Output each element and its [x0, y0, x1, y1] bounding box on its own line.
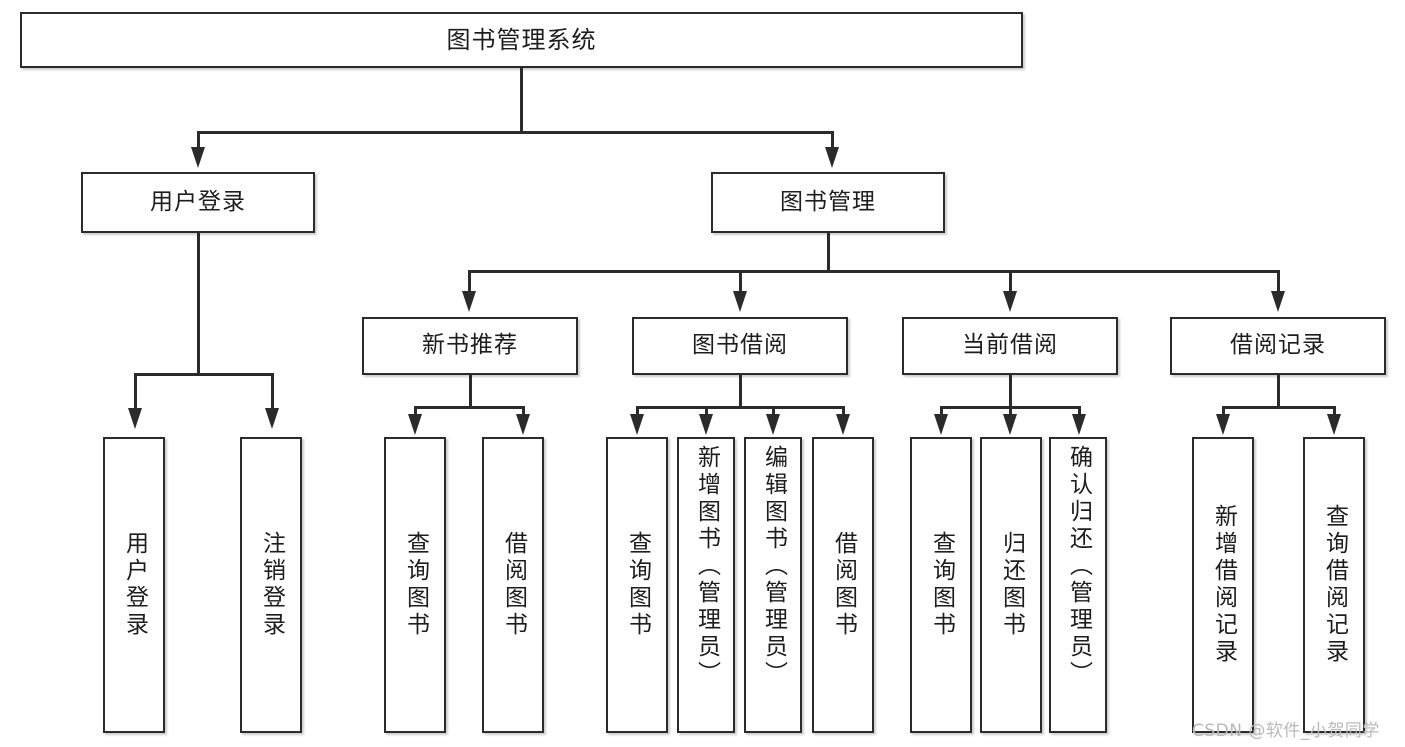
- leaf-query-book-3[interactable]: 查询图书: [910, 437, 972, 733]
- node-label: 图书借阅: [692, 332, 788, 359]
- connector-nbr-drop-0: [414, 406, 417, 416]
- arrow-to-leaf-add-record: [1216, 414, 1230, 435]
- node-user-login[interactable]: 用户登录: [81, 172, 315, 233]
- csdn-watermark: CSDN @软件_小贺同学: [1192, 721, 1380, 741]
- node-label: 当前借阅: [962, 332, 1058, 359]
- node-label: 用户登录: [121, 531, 148, 639]
- node-book-manage[interactable]: 图书管理: [711, 172, 945, 233]
- node-label: 图书管理系统: [446, 25, 597, 54]
- connector-borrow-record-bus: [1222, 406, 1335, 409]
- node-borrow-record[interactable]: 借阅记录: [1170, 317, 1386, 375]
- node-label: 新书推荐: [422, 332, 518, 359]
- arrow-to-borrow-record: [1271, 291, 1285, 312]
- node-label: 图书管理: [780, 188, 876, 215]
- leaf-query-record[interactable]: 查询借阅记录: [1303, 437, 1365, 733]
- connector-level3-drop-1: [739, 270, 742, 291]
- connector-book-borrow-stem: [739, 375, 742, 408]
- connector-root-stem: [520, 68, 523, 132]
- node-label: 借阅图书: [830, 531, 857, 639]
- connector-level3-drop-3: [1277, 270, 1280, 291]
- connector-current-borrow-stem: [1009, 375, 1012, 408]
- node-label: 注销登录: [258, 531, 285, 639]
- node-new-book-recommend[interactable]: 新书推荐: [362, 317, 578, 375]
- connector-level2-drop-user-login: [197, 131, 200, 148]
- arrow-to-book-manage: [825, 147, 839, 168]
- node-root-system[interactable]: 图书管理系统: [20, 12, 1023, 68]
- leaf-return-book[interactable]: 归还图书: [980, 437, 1042, 733]
- connector-new-book-recommend-stem: [469, 375, 472, 408]
- node-label: 确认归还（管理员）: [1065, 445, 1092, 688]
- arrow-to-leaf-confirm-return: [1072, 414, 1086, 435]
- connector-book-manage-stem: [827, 233, 830, 271]
- node-label: 查询图书: [624, 531, 651, 639]
- connector-bb-drop-1: [705, 406, 708, 416]
- node-label: 查询图书: [402, 531, 429, 639]
- arrow-to-new-book-recommend: [462, 291, 476, 312]
- arrow-to-leaf-query-book-3: [934, 414, 948, 435]
- connector-level2-drop-book-manage: [831, 131, 834, 148]
- connector-level3-bus: [468, 270, 1279, 273]
- arrow-to-leaf-user-login: [128, 408, 142, 429]
- arrow-to-current-borrow: [1003, 291, 1017, 312]
- leaf-borrow-book-2[interactable]: 借阅图书: [812, 437, 874, 733]
- node-label: 新增借阅记录: [1210, 504, 1237, 666]
- connector-bb-drop-2: [772, 406, 775, 416]
- connector-level3-drop-2: [1009, 270, 1012, 291]
- leaf-add-book[interactable]: 新增图书（管理员）: [677, 437, 735, 733]
- connector-user-login-bus: [134, 373, 273, 376]
- arrow-to-leaf-borrow-book-1: [516, 414, 530, 435]
- connector-new-book-recommend-bus: [414, 406, 524, 409]
- leaf-query-book-1[interactable]: 查询图书: [384, 437, 446, 733]
- connector-cb-drop-1: [1009, 406, 1012, 416]
- leaf-confirm-return[interactable]: 确认归还（管理员）: [1049, 437, 1107, 733]
- arrow-to-book-borrow: [733, 291, 747, 312]
- arrow-to-leaf-logout-login: [265, 408, 279, 429]
- arrow-to-user-login: [191, 147, 205, 168]
- node-current-borrow[interactable]: 当前借阅: [902, 317, 1118, 375]
- leaf-query-book-2[interactable]: 查询图书: [606, 437, 668, 733]
- arrow-to-leaf-query-record: [1327, 414, 1341, 435]
- connector-book-borrow-bus: [636, 406, 844, 409]
- connector-bb-drop-0: [636, 406, 639, 416]
- connector-cb-drop-0: [940, 406, 943, 416]
- node-label: 编辑图书（管理员）: [760, 445, 787, 688]
- connector-level2-bus: [197, 131, 833, 134]
- arrow-to-leaf-query-book-2: [630, 414, 644, 435]
- connector-bb-drop-3: [842, 406, 845, 416]
- arrow-to-leaf-add-book: [699, 414, 713, 435]
- node-label: 查询借阅记录: [1321, 504, 1348, 666]
- leaf-user-login[interactable]: 用户登录: [103, 437, 165, 733]
- connector-level3-drop-0: [468, 270, 471, 291]
- connector-borrow-record-stem: [1277, 375, 1280, 408]
- connector-user-login-drop-0: [134, 373, 137, 408]
- connector-cb-drop-2: [1078, 406, 1081, 416]
- node-label: 归还图书: [998, 531, 1025, 639]
- arrow-to-leaf-return-book: [1003, 414, 1017, 435]
- leaf-borrow-book-1[interactable]: 借阅图书: [482, 437, 544, 733]
- connector-nbr-drop-1: [522, 406, 525, 416]
- node-label: 新增图书（管理员）: [693, 445, 720, 688]
- node-book-borrow[interactable]: 图书借阅: [632, 317, 848, 375]
- connector-user-login-stem: [197, 233, 200, 374]
- leaf-logout-login[interactable]: 注销登录: [240, 437, 302, 733]
- connector-user-login-drop-1: [271, 373, 274, 408]
- leaf-edit-book[interactable]: 编辑图书（管理员）: [744, 437, 802, 733]
- arrow-to-leaf-edit-book: [766, 414, 780, 435]
- node-label: 借阅图书: [500, 531, 527, 639]
- connector-br-drop-0: [1222, 406, 1225, 416]
- arrow-to-leaf-borrow-book-2: [836, 414, 850, 435]
- connector-br-drop-1: [1333, 406, 1336, 416]
- leaf-add-record[interactable]: 新增借阅记录: [1192, 437, 1254, 733]
- arrow-to-leaf-query-book-1: [408, 414, 422, 435]
- node-label: 用户登录: [150, 188, 246, 215]
- node-label: 借阅记录: [1230, 332, 1326, 359]
- node-label: 查询图书: [928, 531, 955, 639]
